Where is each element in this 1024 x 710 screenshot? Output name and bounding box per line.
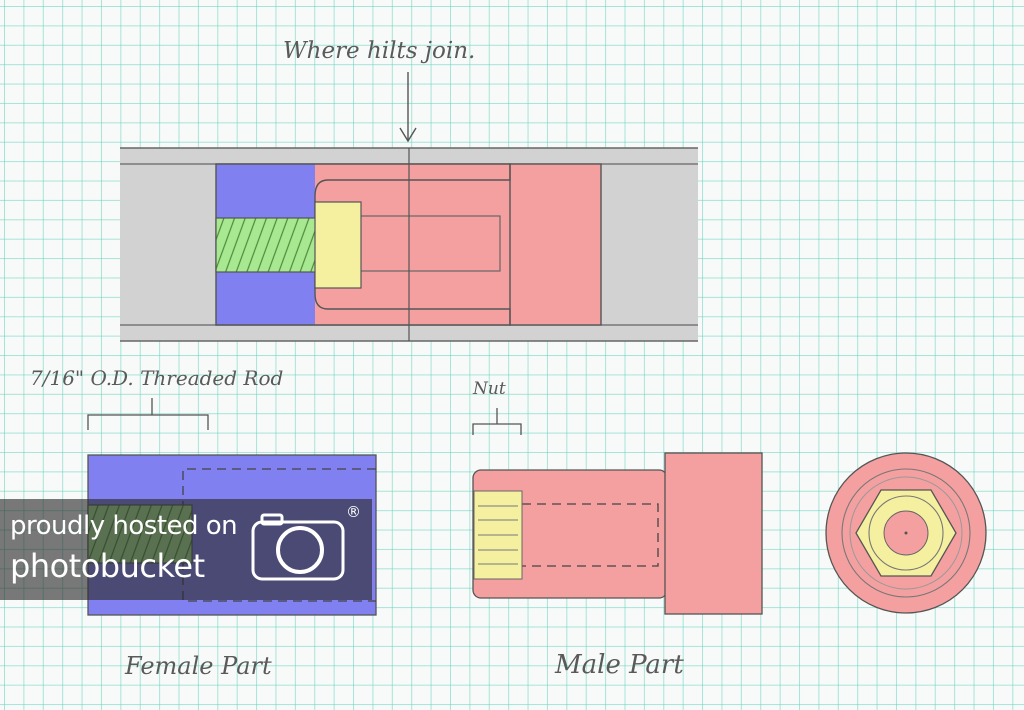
male-body-section — [315, 164, 601, 325]
nut-section — [314, 201, 362, 289]
nut-bracket — [472, 408, 522, 435]
threaded-rod-section — [215, 217, 321, 273]
registered-mark: ® — [346, 503, 361, 521]
join-arrow — [399, 72, 417, 143]
rod-bracket — [87, 398, 209, 430]
watermark-line1: proudly hosted on — [10, 511, 238, 541]
end-view — [825, 452, 987, 614]
female-socket-outline — [215, 163, 511, 326]
male-nut-flats — [478, 505, 518, 565]
male-part-view — [472, 452, 763, 615]
photobucket-watermark: proudly hosted on photobucket ® — [0, 499, 372, 600]
watermark-line2: photobucket — [10, 547, 205, 585]
rod-label: 7/16" O.D. Threaded Rod — [30, 366, 284, 390]
end-view-center-mark — [904, 531, 908, 535]
end-view-nut-chamfer — [868, 495, 944, 571]
male-part-label: Male Part — [555, 650, 684, 680]
male-hidden-bore — [522, 503, 659, 567]
male-head-outline — [509, 163, 602, 326]
camera-icon — [251, 513, 345, 581]
end-view-inner-circle — [849, 476, 963, 590]
female-part-label: Female Part — [125, 652, 272, 680]
end-view-shaft-circle — [841, 468, 971, 598]
male-head — [664, 452, 763, 615]
nut-label: Nut — [473, 379, 506, 399]
assembly-section — [120, 147, 698, 342]
join-label: Where hilts join. — [283, 38, 476, 64]
